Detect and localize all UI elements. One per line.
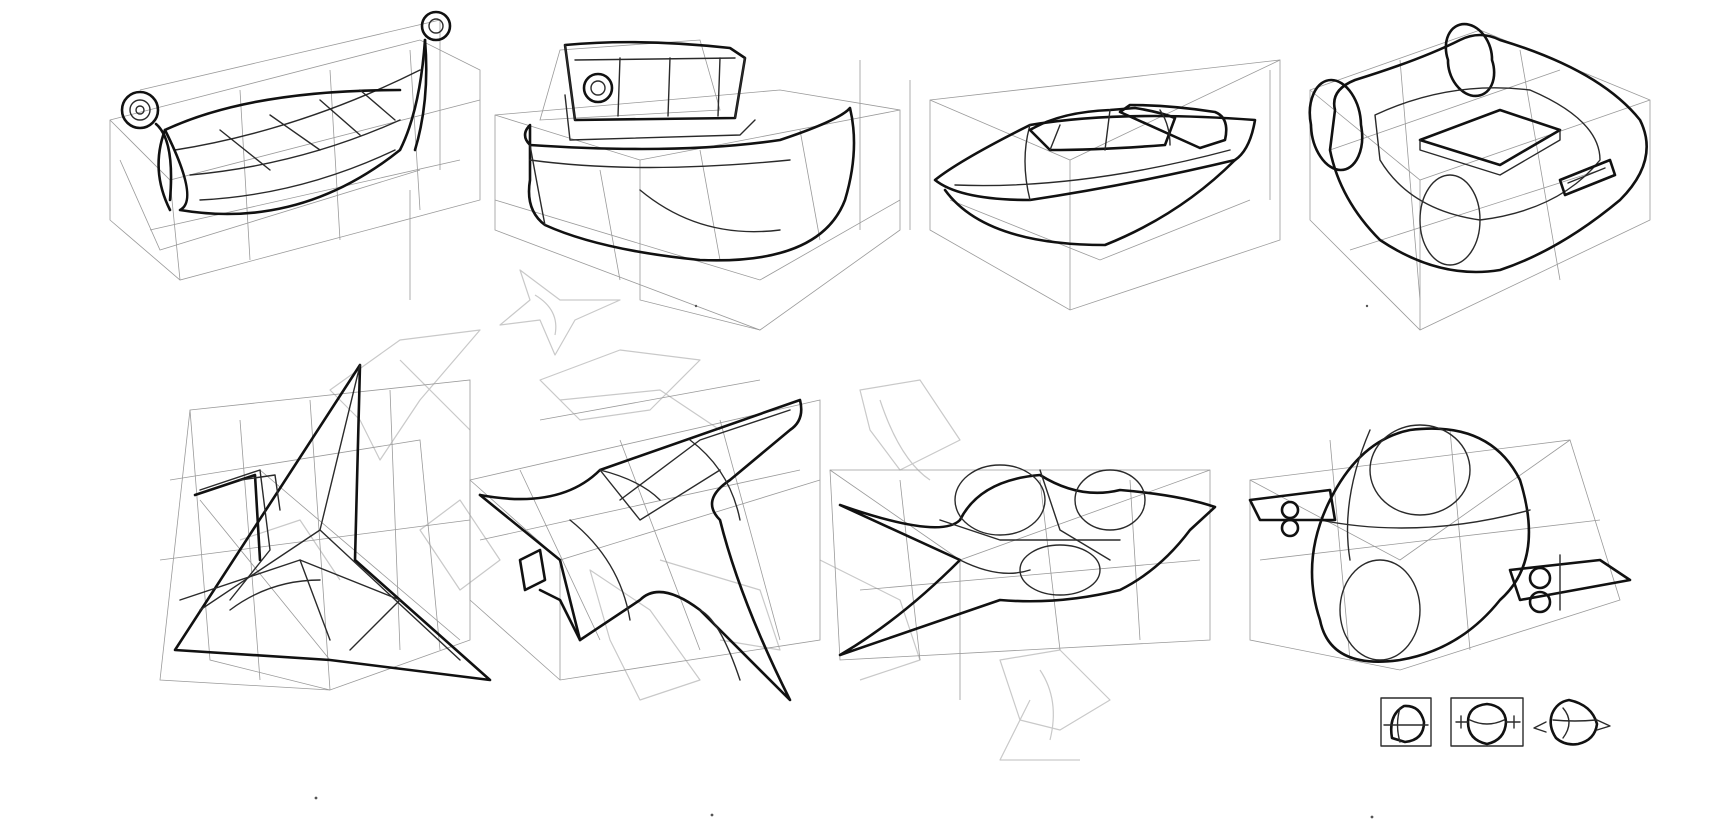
thumbnail-top-view [1533, 698, 1611, 746]
thumbnail-front-view [1450, 697, 1524, 747]
arrowhead-ship-sketch [159, 363, 492, 691]
ghost-sketches [239, 269, 1111, 761]
inflatable-raft-sketch [1308, 22, 1651, 331]
tugboat-sketch [494, 39, 901, 331]
speedboat-sketch [909, 59, 1281, 311]
fighter-jet-sketch [469, 379, 821, 702]
thumbnail-side-view [1380, 697, 1432, 747]
paper-specks [314, 304, 1374, 819]
pod-ship-sketch [1248, 424, 1632, 671]
flying-wing-sketch [829, 464, 1217, 700]
longship-sketch [109, 10, 481, 300]
